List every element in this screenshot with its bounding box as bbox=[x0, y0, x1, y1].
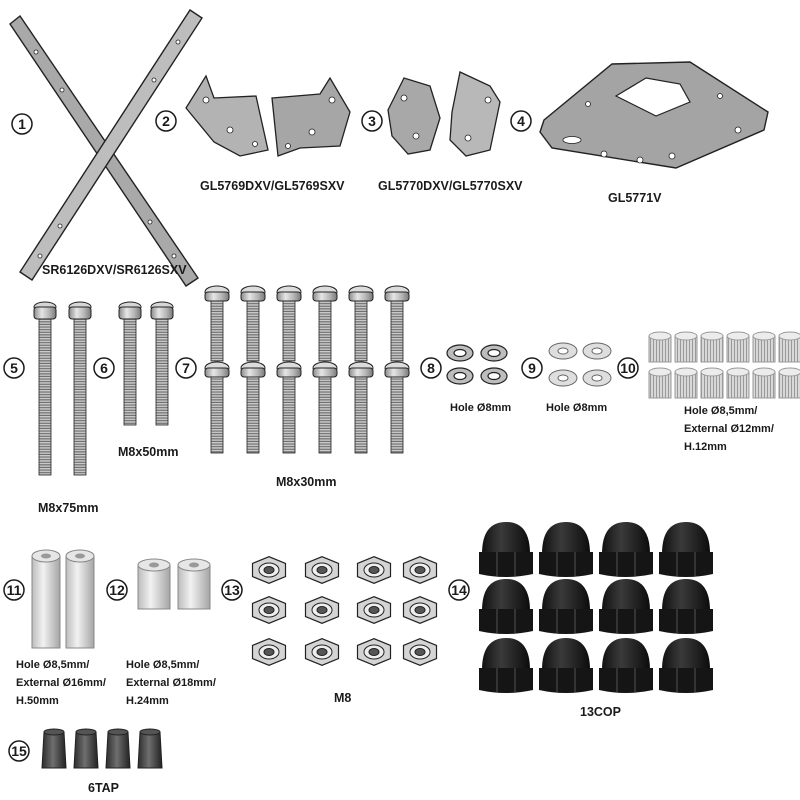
part-label: Hole Ø8,5mm/ bbox=[684, 405, 757, 417]
item-number: 10 bbox=[620, 360, 636, 376]
part-label: H.12mm bbox=[684, 441, 727, 453]
item-number-badge bbox=[3, 579, 25, 601]
bolt-m8x50-part-6 bbox=[118, 301, 174, 426]
part-label: GL5769DXV/GL5769SXV bbox=[200, 179, 345, 193]
item-number: 13 bbox=[224, 582, 240, 598]
item-number: 3 bbox=[368, 113, 376, 129]
bolt-m8x30-part-7 bbox=[204, 285, 410, 454]
part-label: Hole Ø8,5mm/ bbox=[126, 659, 199, 671]
spring-washer-part-8 bbox=[446, 344, 508, 385]
item-number-badge bbox=[8, 740, 30, 762]
item-number-badge bbox=[617, 357, 639, 379]
item-number: 8 bbox=[427, 360, 435, 376]
part-label: External Ø18mm/ bbox=[126, 677, 216, 689]
bracket-pair-part-3 bbox=[387, 71, 501, 157]
item-number: 1 bbox=[18, 116, 26, 132]
item-number: 5 bbox=[10, 360, 18, 376]
item-number: 7 bbox=[182, 360, 190, 376]
item-number-badge bbox=[3, 357, 25, 379]
part-label: 13COP bbox=[580, 705, 621, 719]
part-label: Hole Ø8mm bbox=[450, 402, 511, 414]
item-number: 2 bbox=[162, 113, 170, 129]
part-label: GL5771V bbox=[608, 191, 662, 205]
item-number: 14 bbox=[451, 582, 467, 598]
item-number-badge bbox=[221, 579, 243, 601]
item-number-badge bbox=[510, 110, 532, 132]
item-number: 9 bbox=[528, 360, 536, 376]
item-number: 6 bbox=[100, 360, 108, 376]
item-number: 12 bbox=[109, 582, 125, 598]
bolt-cap-part-14 bbox=[479, 522, 713, 693]
x-bracket-part-1 bbox=[9, 9, 203, 287]
spacer-50mm-part-11 bbox=[31, 549, 95, 649]
part-label: M8 bbox=[334, 691, 351, 705]
item-number-badge bbox=[175, 357, 197, 379]
part-label: External Ø16mm/ bbox=[16, 677, 106, 689]
part-label: SR6126DXV/SR6126SXV bbox=[42, 263, 187, 277]
item-number: 11 bbox=[7, 582, 22, 598]
part-label: M8x30mm bbox=[276, 475, 336, 489]
plug-part-15 bbox=[41, 728, 163, 769]
bolt-m8x75-part-5 bbox=[33, 301, 92, 476]
part-label: GL5770DXV/GL5770SXV bbox=[378, 179, 523, 193]
item-number-badge bbox=[361, 110, 383, 132]
item-number-badge bbox=[106, 579, 128, 601]
item-number-badge bbox=[155, 110, 177, 132]
mounting-plate-part-4 bbox=[539, 61, 769, 169]
part-label: H.24mm bbox=[126, 695, 169, 707]
part-label: M8x75mm bbox=[38, 501, 98, 515]
part-label: Hole Ø8,5mm/ bbox=[16, 659, 89, 671]
part-label: 6TAP bbox=[88, 781, 119, 795]
item-number-badge bbox=[11, 113, 33, 135]
item-number: 4 bbox=[517, 113, 525, 129]
flat-washer-part-9 bbox=[548, 342, 612, 387]
part-label: H.50mm bbox=[16, 695, 59, 707]
item-number-badge bbox=[420, 357, 442, 379]
nut-m8-part-13 bbox=[251, 556, 438, 666]
item-number-badge bbox=[93, 357, 115, 379]
spacer-12mm-part-10 bbox=[648, 331, 800, 399]
item-number-badge bbox=[448, 579, 470, 601]
spacer-24mm-part-12 bbox=[137, 558, 211, 610]
part-label: Hole Ø8mm bbox=[546, 402, 607, 414]
item-number: 15 bbox=[11, 743, 27, 759]
part-label: M8x50mm bbox=[118, 445, 178, 459]
bracket-pair-part-2 bbox=[185, 74, 351, 157]
item-number-badge bbox=[521, 357, 543, 379]
part-label: External Ø12mm/ bbox=[684, 423, 774, 435]
